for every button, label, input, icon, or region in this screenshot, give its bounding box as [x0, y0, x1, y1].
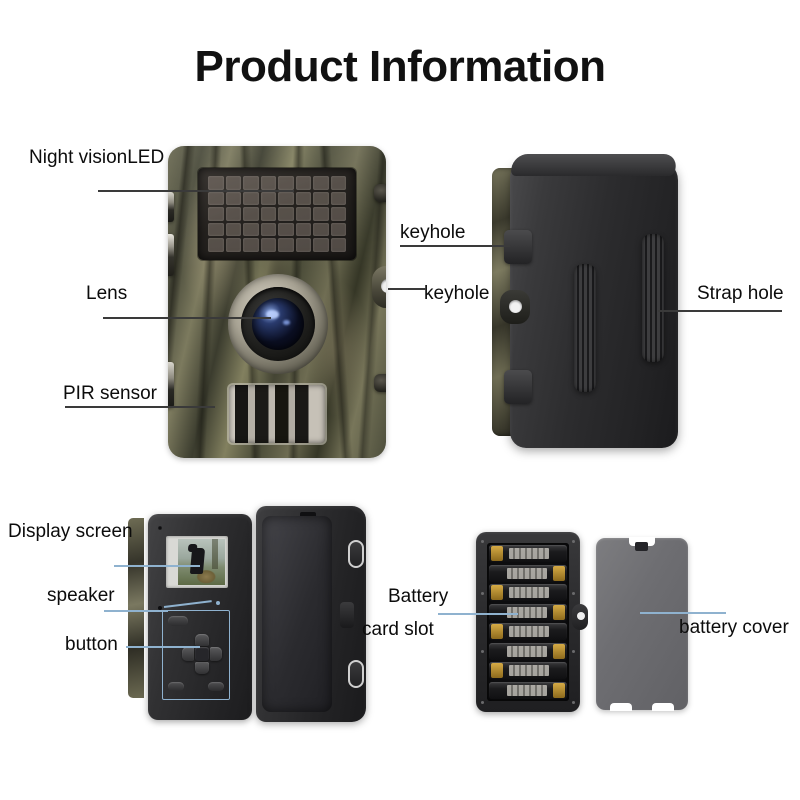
battery-card-slot: [476, 532, 588, 712]
cover-latch-tab: [635, 542, 648, 551]
leader-line-keyhole-upper: [400, 245, 510, 247]
battery-cell: [489, 662, 567, 680]
battery-cover-plate: [596, 537, 688, 711]
battery-cell: [489, 603, 567, 621]
pir-sensor-window: [229, 385, 325, 443]
dpad-ok-button[interactable]: [195, 647, 209, 661]
indicator-dot-icon: [158, 526, 162, 530]
callout-label-strap-hole: Strap hole: [697, 283, 784, 304]
strap-slot-right: [642, 234, 664, 362]
battery-cell: [489, 642, 567, 660]
battery-cell: [489, 623, 567, 641]
lens-glint-icon: [266, 310, 279, 319]
cover-bottom-notch-right: [652, 703, 674, 711]
battery-cell: [489, 584, 567, 602]
tray-screw: [572, 650, 575, 653]
front-knob-upper: [374, 184, 386, 202]
callout-label-keyhole-upper: keyhole: [400, 222, 466, 243]
ir-led-grid: [208, 176, 346, 252]
door-slot: [340, 602, 354, 628]
callout-label-speaker: speaker: [47, 585, 115, 606]
mode-button[interactable]: [168, 682, 184, 691]
back-keyhole-upper: [504, 230, 532, 264]
display-screen-content: [178, 539, 225, 585]
tray-screw: [481, 701, 484, 704]
power-button[interactable]: [208, 682, 224, 691]
tray-screw: [481, 540, 484, 543]
display-deer-icon: [189, 548, 206, 574]
front-latch-mid: [168, 234, 174, 276]
door-ring-lower: [348, 660, 364, 688]
leader-line-battery-card-slot: [438, 613, 518, 615]
leader-line-lens: [103, 317, 271, 319]
door-ring-upper: [348, 540, 364, 568]
callout-label-battery-line2: card slot: [362, 619, 434, 640]
leader-line-battery-cover: [640, 612, 726, 614]
ir-led-panel: [198, 168, 356, 260]
tray-screw: [481, 650, 484, 653]
callout-label-battery-line1: Battery: [388, 586, 449, 607]
front-knob-lower: [374, 374, 386, 392]
battery-cell: [489, 545, 567, 562]
cover-top-notch: [629, 537, 655, 546]
back-keyhole-lower: [504, 370, 532, 404]
leader-line-keyhole-lower: [388, 288, 426, 290]
lens-barrel: [241, 287, 315, 361]
callout-label-night-vision-led: Night visionLED: [29, 147, 165, 168]
leader-line-night-vision-led: [98, 190, 294, 192]
dpad-down-button[interactable]: [195, 662, 209, 674]
open-door-panel: [256, 506, 366, 722]
leader-line-speaker: [104, 610, 168, 612]
leader-line-pir-sensor: [65, 406, 215, 408]
callout-label-button: button: [65, 634, 118, 655]
button-group-highlight: [162, 610, 230, 700]
dpad-up-button[interactable]: [195, 634, 209, 646]
tray-screw: [481, 592, 484, 595]
speaker-hole-icon: [158, 606, 162, 610]
callout-label-pir-sensor: PIR sensor: [63, 383, 157, 404]
battery-tray-mount-lug: [572, 604, 588, 630]
dpad-right-button[interactable]: [210, 647, 222, 661]
strap-slot-left: [574, 264, 596, 392]
battery-cell: [489, 564, 567, 582]
door-inner-recess: [262, 516, 332, 712]
callout-label-keyhole-lower: keyhole: [424, 283, 490, 304]
lens-glint-secondary-icon: [283, 320, 290, 325]
menu-button[interactable]: [168, 616, 188, 626]
callout-label-lens: Lens: [86, 283, 128, 304]
front-latch-upper: [168, 192, 174, 222]
cover-bottom-notch-left: [610, 703, 632, 711]
open-camo-edge: [128, 518, 144, 698]
dpad-left-button[interactable]: [182, 647, 194, 661]
display-screen: [166, 536, 228, 588]
tray-screw: [572, 592, 575, 595]
display-tree-icon: [212, 539, 218, 569]
speaker-callout-dot: [216, 601, 220, 605]
leader-line-display-screen: [114, 565, 200, 567]
callout-label-display-screen: Display screen: [8, 521, 133, 542]
lens-glass: [252, 298, 304, 350]
open-body-left: [148, 514, 252, 720]
callout-label-battery-cover: battery cover: [679, 617, 789, 638]
leader-line-button: [126, 646, 152, 648]
camera-lens: [228, 274, 328, 374]
battery-cell: [489, 681, 567, 699]
tray-screw: [572, 540, 575, 543]
back-strap-mount-hole: [500, 290, 530, 324]
navigation-button-pad[interactable]: [182, 634, 222, 674]
tray-screw: [572, 701, 575, 704]
camera-front-image: [168, 146, 386, 458]
camera-open-image: [128, 500, 376, 728]
back-top-edge: [510, 154, 678, 176]
page-title: Product Information: [194, 42, 606, 91]
battery-cells-container: [487, 543, 569, 701]
front-latch-lower: [168, 362, 174, 408]
leader-line-strap-hole: [658, 310, 782, 312]
leader-line-button-2: [152, 646, 200, 648]
camera-back-image: [492, 152, 678, 452]
front-mount-lug: [372, 266, 386, 308]
